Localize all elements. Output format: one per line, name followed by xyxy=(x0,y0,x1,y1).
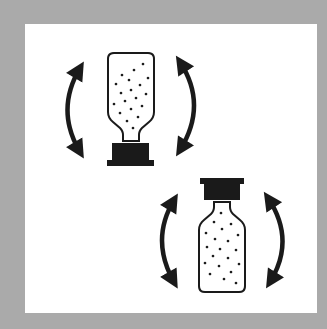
upright-bottle-icon xyxy=(199,178,245,292)
inner-panel xyxy=(25,24,317,313)
bottle-cap xyxy=(204,182,240,200)
inverted-bottle-icon xyxy=(107,53,154,166)
cap-rim xyxy=(107,160,154,166)
